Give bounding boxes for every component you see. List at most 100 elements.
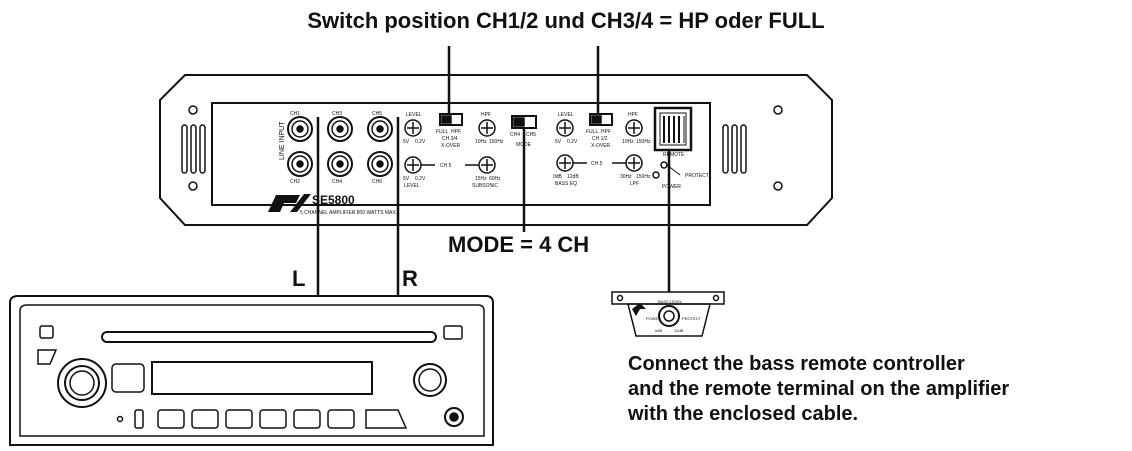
mode-ch5-label: CH5 bbox=[526, 132, 536, 138]
switch-sub-label: CH 3/4 bbox=[442, 136, 458, 142]
level-knob-2[interactable] bbox=[556, 119, 574, 137]
rca-jack-ch6[interactable] bbox=[367, 151, 393, 177]
switch-full-label-2: FULL bbox=[586, 129, 598, 135]
remote-right-label: PROTECT bbox=[682, 316, 702, 321]
remote-note-line-2: and the remote terminal on the amplifier bbox=[628, 378, 1010, 400]
level-max-2: 0.2V bbox=[567, 139, 578, 145]
hpf-knob-2[interactable] bbox=[625, 119, 643, 137]
model-name: SE5800 bbox=[312, 193, 355, 207]
cd-slot bbox=[101, 331, 437, 343]
preset-button[interactable] bbox=[134, 409, 144, 429]
remote-label: REMOTE bbox=[663, 152, 685, 158]
left-panel-button[interactable] bbox=[111, 363, 145, 393]
bass-eq-knob[interactable] bbox=[556, 154, 574, 172]
ch5-label-2: CH 5 bbox=[591, 161, 603, 167]
xover-switch-ch34[interactable] bbox=[439, 113, 463, 126]
level2-label: LEVEL bbox=[404, 183, 420, 189]
xover-label: X-OVER bbox=[441, 143, 461, 149]
preset-button[interactable] bbox=[365, 409, 408, 429]
xover-switch-ch12[interactable] bbox=[589, 113, 613, 126]
remote-terminal[interactable] bbox=[653, 106, 693, 152]
hpf-min-2: 10Hz bbox=[622, 139, 634, 145]
subsonic-max: 60Hz bbox=[489, 176, 501, 182]
mount-hole bbox=[773, 105, 783, 115]
level-label: LEVEL bbox=[406, 112, 422, 118]
level2-knob[interactable] bbox=[404, 156, 422, 174]
preset-button[interactable] bbox=[259, 409, 287, 429]
subsonic-label: SUBSONIC bbox=[472, 183, 499, 189]
level-knob[interactable] bbox=[404, 119, 422, 137]
switch-full-label: FULL bbox=[436, 129, 448, 135]
lpf-min: 30Hz bbox=[620, 174, 632, 180]
preset-button[interactable] bbox=[157, 409, 185, 429]
volume-knob[interactable] bbox=[57, 358, 107, 408]
hpf-max: 150Hz bbox=[489, 139, 504, 145]
radio-display bbox=[151, 361, 373, 395]
jack-label-ch5: CH5 bbox=[372, 111, 382, 117]
level-min: 5V bbox=[403, 139, 410, 145]
rca-jack-ch4[interactable] bbox=[327, 151, 353, 177]
protect-label: PROTECT bbox=[685, 173, 709, 179]
preset-button[interactable] bbox=[327, 409, 355, 429]
rca-jack-ch3[interactable] bbox=[327, 116, 353, 142]
line-input-label: LINE INPUT bbox=[279, 121, 286, 160]
top-caption: Switch position CH1/2 und CH3/4 = HP ode… bbox=[307, 8, 825, 33]
lpf-label: LPF bbox=[630, 181, 639, 187]
aux-jack[interactable] bbox=[444, 407, 464, 427]
hpf-max-2: 150Hz bbox=[636, 139, 651, 145]
jack-label-ch1: CH1 bbox=[290, 111, 300, 117]
lpf-max: 150Hz bbox=[636, 174, 651, 180]
rca-jack-ch2[interactable] bbox=[287, 151, 313, 177]
switch-hpf-label: HPF bbox=[451, 129, 461, 135]
hpf-label-2: HPF bbox=[628, 112, 638, 118]
preset-button[interactable] bbox=[293, 409, 321, 429]
eject-button[interactable] bbox=[39, 325, 54, 339]
left-channel-label: L bbox=[292, 266, 306, 291]
bass-min: 0dB bbox=[553, 174, 563, 180]
remote-note-line-3: with the enclosed cable. bbox=[628, 403, 859, 425]
detach-button[interactable] bbox=[37, 349, 58, 365]
model-subtitle: 5 CHANNEL AMPLIFIER 800 WATTS MAX. bbox=[300, 210, 397, 216]
switch-hpf-label-2: HPF bbox=[601, 129, 611, 135]
remote-note: Connect the bass remote controller and t… bbox=[628, 352, 1009, 427]
level-label-2: LEVEL bbox=[558, 112, 574, 118]
heatsink-right bbox=[722, 124, 747, 174]
section-ch12: LEVEL 5V 0.2V HPF 10Hz 150Hz FULL HPF CH… bbox=[553, 112, 651, 187]
heatsink-left bbox=[181, 124, 206, 174]
amplifier: LINE INPUT CH1 CH2 CH3 bbox=[159, 74, 833, 226]
remote-left-label: POWER bbox=[646, 316, 661, 321]
jack-label-ch4: CH4 bbox=[332, 179, 342, 185]
jack-label-ch2: CH2 bbox=[290, 179, 300, 185]
mount-hole bbox=[616, 294, 624, 302]
rca-jack-ch1[interactable] bbox=[287, 116, 313, 142]
bass-max: 12dB bbox=[567, 174, 579, 180]
brand-logo bbox=[268, 194, 311, 212]
hpf-knob[interactable] bbox=[478, 119, 496, 137]
subsonic-knob[interactable] bbox=[478, 156, 496, 174]
section-ch34: LEVEL 5V 0.2V HPF 10Hz 150Hz FULL HPF CH… bbox=[403, 112, 504, 189]
preset-button[interactable] bbox=[225, 409, 253, 429]
hpf-min: 10Hz bbox=[475, 139, 487, 145]
ch5-label: CH 5 bbox=[440, 163, 452, 169]
power-led bbox=[652, 171, 660, 179]
xover-label-2: X-OVER bbox=[591, 143, 611, 149]
mode-switch[interactable] bbox=[511, 115, 537, 129]
bass-level-knob[interactable] bbox=[658, 305, 680, 327]
rca-jacks bbox=[287, 116, 393, 177]
power-label: POWER bbox=[662, 184, 681, 190]
remote-brand-logo bbox=[632, 303, 646, 316]
car-radio-head-unit bbox=[9, 295, 494, 446]
jack-label-ch3: CH3 bbox=[332, 111, 342, 117]
preset-button[interactable] bbox=[191, 409, 219, 429]
bass-eq-label: BASS EQ bbox=[555, 181, 577, 187]
lpf-knob[interactable] bbox=[625, 154, 643, 172]
mount-hole bbox=[188, 181, 198, 191]
preset-buttons bbox=[134, 409, 408, 429]
level2-min: 5V bbox=[403, 176, 410, 182]
tuning-knob[interactable] bbox=[413, 363, 447, 397]
bass-remote-controller: BASS LEVEL POWER PROTECT 0dB 12dB bbox=[611, 291, 725, 337]
level-max: 0.2V bbox=[415, 139, 426, 145]
rca-jack-ch5[interactable] bbox=[367, 116, 393, 142]
top-right-button[interactable] bbox=[443, 325, 463, 340]
